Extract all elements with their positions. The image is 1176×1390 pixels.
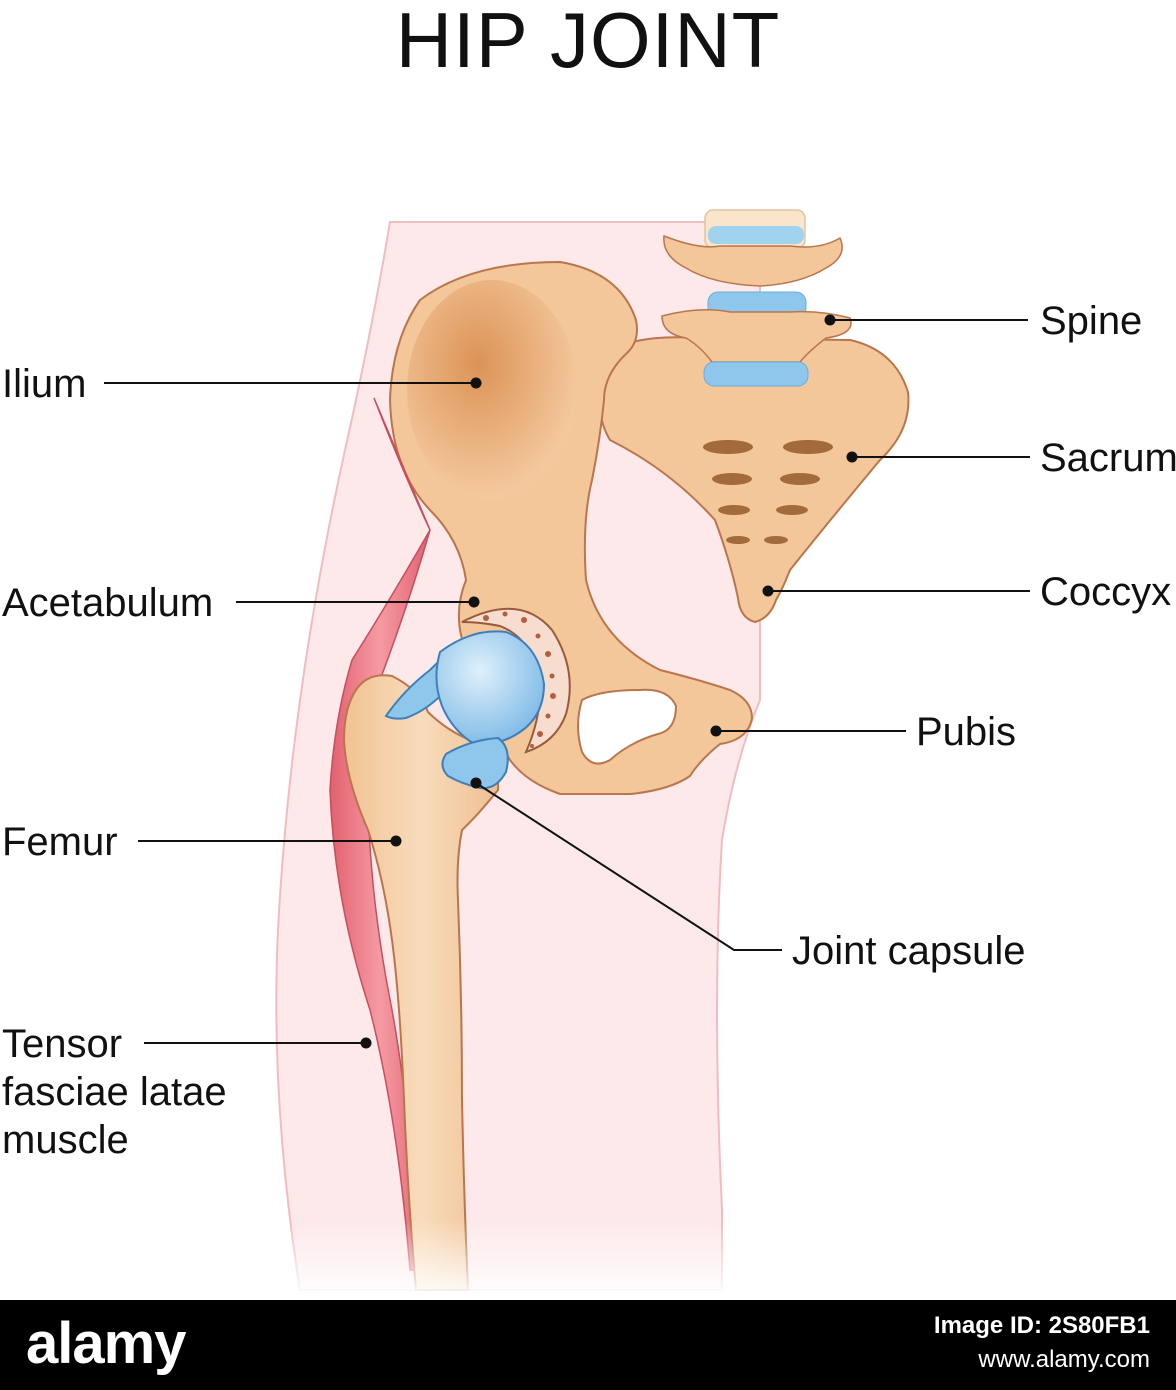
label-coccyx: Coccyx	[1040, 570, 1171, 614]
label-femur: Femur	[2, 820, 118, 864]
spine-vertebrae	[661, 209, 852, 387]
leader-lines	[104, 319, 1030, 1044]
label-acetabulum: Acetabulum	[2, 581, 213, 625]
label-tensor-line3: muscle	[2, 1118, 129, 1162]
brand-logo: alamy	[26, 1311, 186, 1376]
ilium-shading	[407, 280, 577, 500]
sacrum-bone	[598, 336, 910, 624]
label-tensor-line1: Tensor	[2, 1022, 122, 1066]
label-tensor-line2: fasciae latae	[2, 1070, 227, 1114]
label-pubis: Pubis	[916, 710, 1016, 754]
label-sacrum: Sacrum	[1040, 436, 1176, 480]
sacral-foramina	[703, 440, 833, 544]
image-id: Image ID: 2S80FB1	[933, 1312, 1150, 1339]
femur-bone	[342, 674, 500, 1291]
hip-joint-illustration: Ilium Acetabulum Femur Tensor fasciae la…	[2, 209, 1176, 1300]
acetabulum-cartilage	[461, 607, 571, 754]
joint-capsule-lower	[441, 736, 509, 790]
bottom-fade	[260, 1220, 780, 1300]
website: www.alamy.com	[978, 1346, 1150, 1373]
leader-dots	[360, 314, 858, 1049]
diagram-title: HIP JOINT	[395, 0, 781, 84]
acetabulum-texture	[483, 611, 556, 748]
label-spine: Spine	[1040, 299, 1142, 343]
label-joint-capsule: Joint capsule	[792, 929, 1025, 973]
obturator-foramen	[577, 688, 678, 765]
label-ilium: Ilium	[2, 362, 86, 406]
watermark-footer: alamy Image ID: 2S80FB1 www.alamy.com	[0, 1300, 1176, 1390]
femoral-head	[435, 630, 546, 746]
